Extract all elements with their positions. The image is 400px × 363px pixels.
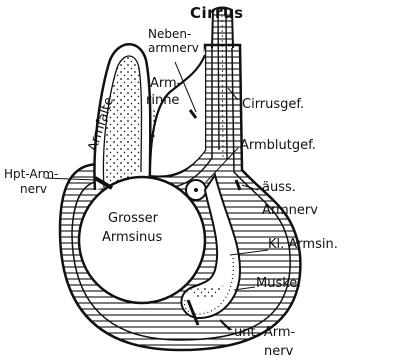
label-cirrus: Cirrus <box>190 4 244 22</box>
label-unt-armnerv-2: nerv <box>264 344 294 359</box>
label-nebenarmnerv-2: armnerv <box>148 41 199 55</box>
label-armrinne-1: Arm- <box>150 76 182 91</box>
label-auss-armnerv-1: äuss. <box>262 180 296 195</box>
label-nebenarmnerv-1: Neben- <box>148 27 191 41</box>
label-hpt-armnerv-1: Hpt-Arm- <box>4 167 58 181</box>
label-armrinne-2: rinne <box>146 93 179 108</box>
label-grosser-armsinus-1: Grosser <box>108 211 159 226</box>
label-auss-armnerv-2: Armnerv <box>262 203 318 218</box>
label-grosser-armsinus-2: Armsinus <box>102 230 163 245</box>
label-unt-armnerv-1: unt. Arm- <box>234 325 296 340</box>
armblutgef-vessel <box>186 180 206 200</box>
label-armblutgef: Armblutgef. <box>240 138 316 153</box>
label-hpt-armnerv-2: nerv <box>20 182 47 196</box>
label-muskel: Muskel <box>256 276 301 291</box>
label-cirrusgef: Cirrusgef. <box>242 97 304 112</box>
label-kl-armsin: Kl. Armsin. <box>268 237 338 252</box>
